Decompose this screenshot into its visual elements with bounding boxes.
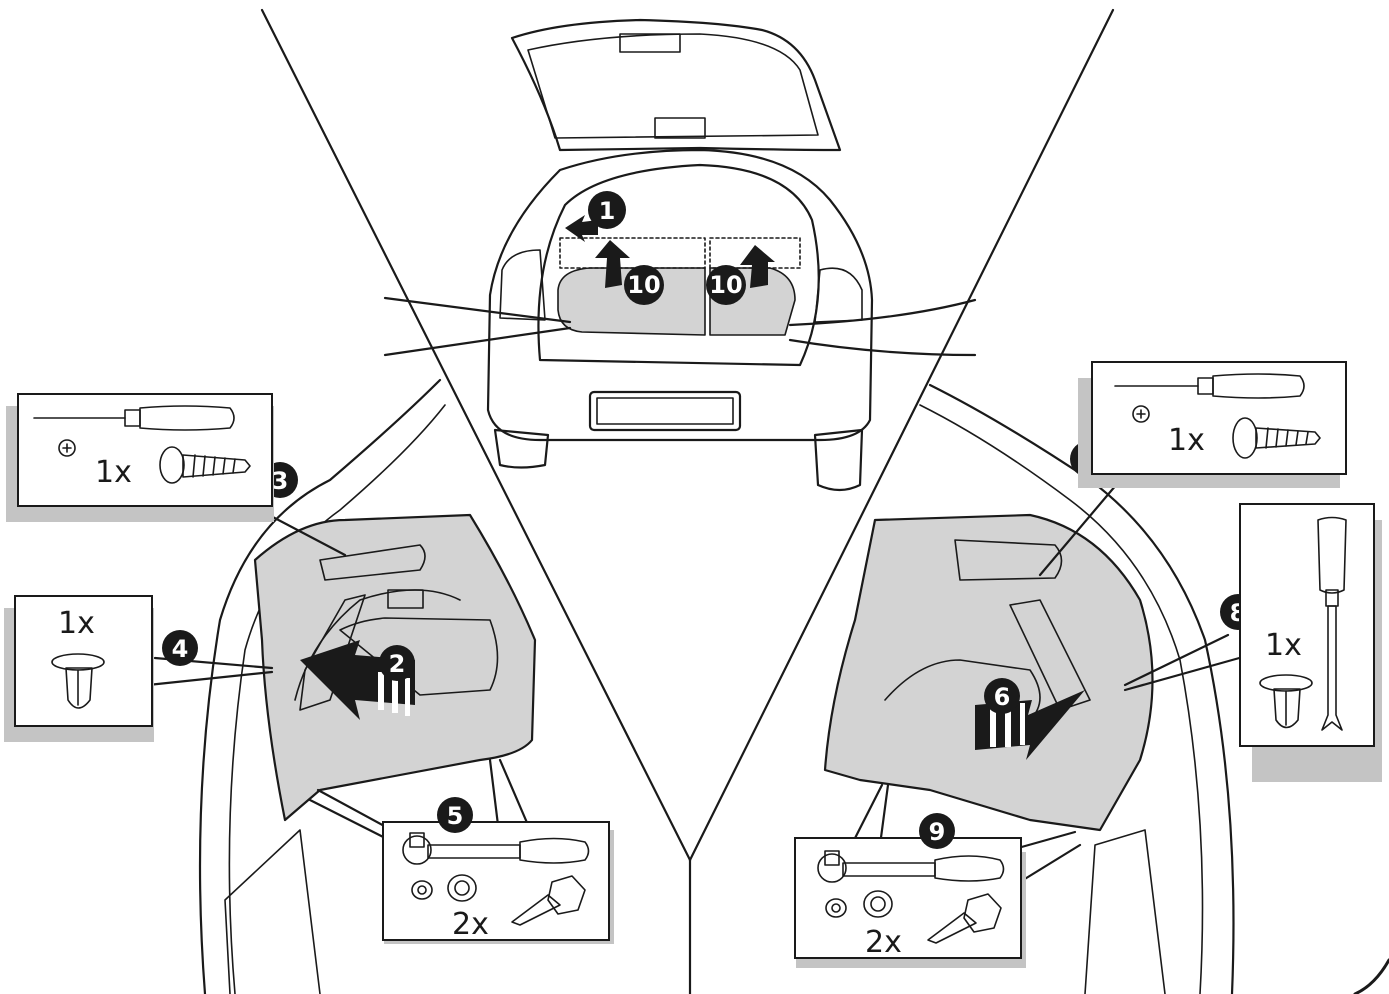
svg-text:2x: 2x xyxy=(865,925,902,960)
svg-text:1x: 1x xyxy=(1265,628,1302,663)
right-clip-tool-box: 1x xyxy=(1240,504,1382,782)
step-badge-1: 1 xyxy=(588,191,626,229)
svg-text:1x: 1x xyxy=(1168,423,1205,458)
svg-text:5: 5 xyxy=(447,802,464,830)
left-screw-kit-box: 1x xyxy=(6,394,274,522)
step-badge-6: 6 xyxy=(984,678,1020,714)
step-badge-5: 5 xyxy=(437,797,473,833)
svg-text:1x: 1x xyxy=(95,455,132,490)
svg-text:4: 4 xyxy=(172,635,189,663)
svg-text:2x: 2x xyxy=(452,907,489,942)
step-badge-4: 4 xyxy=(148,630,272,685)
step-badge-10-left: 10 xyxy=(624,265,664,305)
left-clip-box: 1x xyxy=(4,596,154,742)
step-badge-2: 2 xyxy=(379,645,415,681)
corner-fragment xyxy=(1355,960,1389,994)
svg-text:1x: 1x xyxy=(58,606,95,641)
svg-text:1: 1 xyxy=(599,197,616,225)
step-badge-10-right: 10 xyxy=(706,265,746,305)
svg-text:10: 10 xyxy=(627,271,660,299)
svg-text:10: 10 xyxy=(709,271,742,299)
svg-text:3: 3 xyxy=(272,467,289,495)
svg-text:2: 2 xyxy=(389,650,406,678)
step-badge-9: 9 xyxy=(919,813,955,849)
right-screw-kit-box: 1x xyxy=(1078,362,1346,488)
left-bolt-kit-box: 2x xyxy=(310,760,614,944)
svg-text:6: 6 xyxy=(994,683,1011,711)
car-rear-illustration xyxy=(488,20,872,490)
svg-text:9: 9 xyxy=(929,818,946,846)
